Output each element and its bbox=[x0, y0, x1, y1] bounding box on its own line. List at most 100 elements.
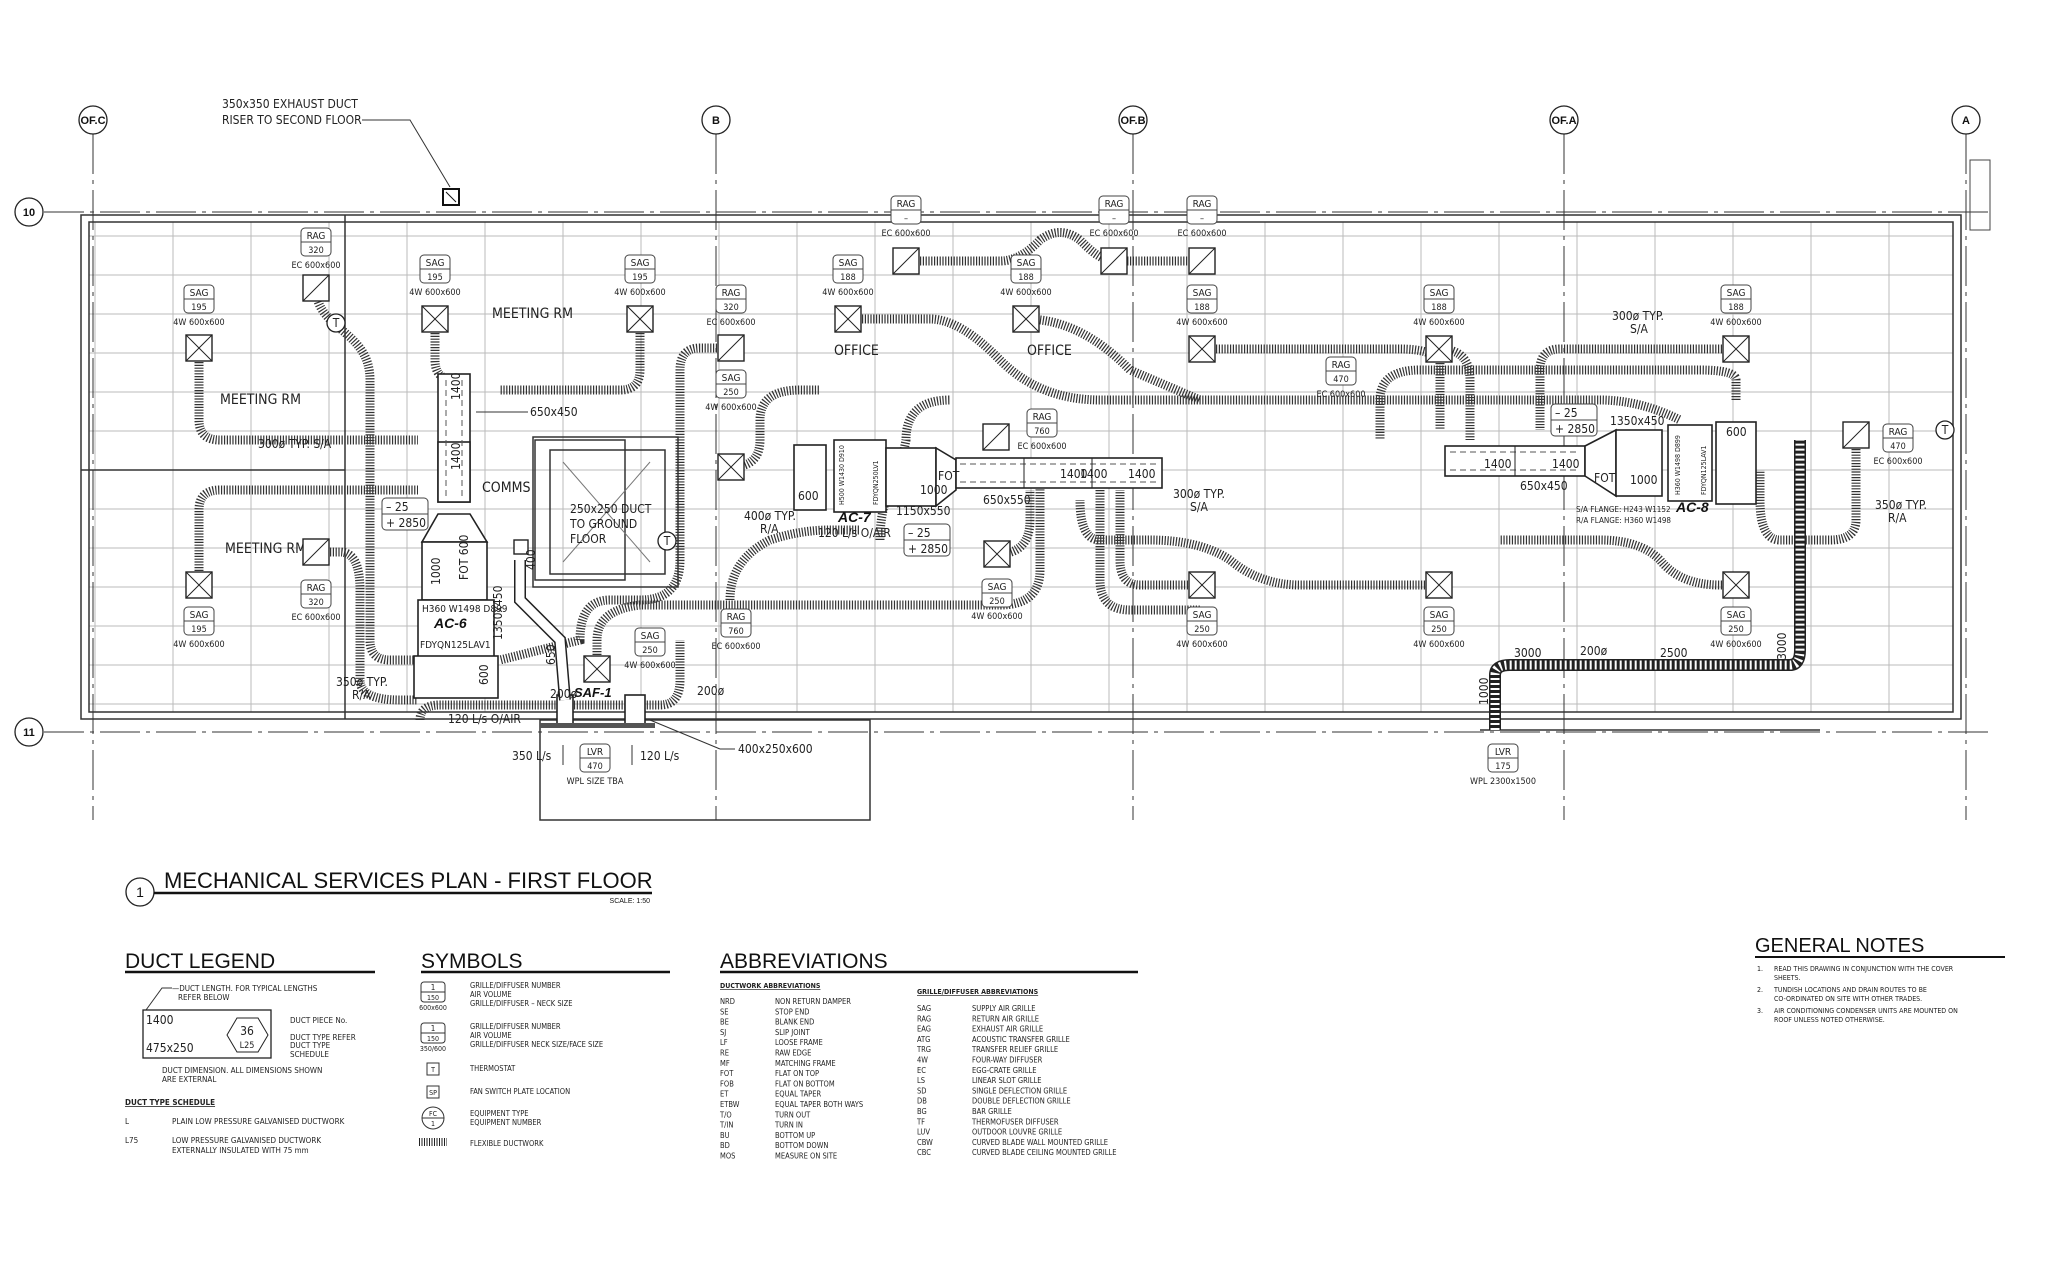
svg-text:FDYQN125LAV1: FDYQN125LAV1 bbox=[1700, 446, 1708, 495]
gridline-bubble-11: 11 bbox=[14, 717, 44, 747]
grille-tag-rag: RAG–EC 600x600 bbox=[881, 195, 931, 239]
room-label: MEETING RM bbox=[492, 306, 573, 322]
svg-text:200ø: 200ø bbox=[550, 687, 578, 701]
grille-size: 4W 600x600 bbox=[1000, 288, 1051, 298]
svg-text:1000: 1000 bbox=[1630, 473, 1658, 487]
grille-volume: 195 bbox=[191, 303, 206, 313]
grille-type: RAG bbox=[1193, 199, 1212, 210]
svg-text:THERMOSTAT: THERMOSTAT bbox=[469, 1064, 516, 1073]
grille-type: LVR bbox=[1495, 747, 1511, 758]
svg-text:B: B bbox=[712, 115, 720, 127]
gridline-bubble-a: A bbox=[1951, 105, 1981, 135]
svg-text:FOB: FOB bbox=[720, 1079, 734, 1088]
svg-text:+ 2850: + 2850 bbox=[386, 516, 426, 530]
svg-text:1150x550: 1150x550 bbox=[896, 504, 951, 518]
ductwork-abbreviation-row: FOB FLAT ON BOTTOM bbox=[720, 1079, 835, 1088]
svg-text:1: 1 bbox=[431, 1120, 435, 1128]
svg-text:RAW EDGE: RAW EDGE bbox=[775, 1049, 811, 1058]
svg-text:FLAT ON TOP: FLAT ON TOP bbox=[775, 1069, 819, 1078]
grille-volume: 195 bbox=[191, 625, 206, 635]
svg-text:300ø TYP.: 300ø TYP. bbox=[1612, 309, 1664, 323]
return-grille-icon bbox=[982, 423, 1010, 451]
svg-text:T/IN: T/IN bbox=[719, 1121, 733, 1130]
grille-volume: 188 bbox=[840, 273, 855, 283]
return-grille-icon bbox=[892, 247, 920, 275]
exhaust-riser-symbol bbox=[362, 119, 460, 206]
grille-size: EC 600x600 bbox=[881, 229, 930, 239]
svg-text:GRILLE/DIFFUSER NECK SIZE/FACE: GRILLE/DIFFUSER NECK SIZE/FACE SIZE bbox=[470, 1040, 603, 1049]
thermostat-icon: T bbox=[326, 313, 346, 333]
svg-text:RETURN AIR GRILLE: RETURN AIR GRILLE bbox=[972, 1014, 1039, 1023]
supply-diffuser-icon bbox=[583, 655, 611, 683]
svg-text:BE: BE bbox=[720, 1018, 729, 1027]
gridline-bubble-ofc: OF.C bbox=[78, 105, 108, 135]
svg-text:FC: FC bbox=[429, 1110, 438, 1118]
grille-tag-sag: SAG 195 4W 600x600 bbox=[173, 606, 225, 650]
svg-text:FDYQN125LAV1: FDYQN125LAV1 bbox=[420, 640, 491, 651]
grille-type: SAG bbox=[190, 610, 209, 621]
svg-text:LF: LF bbox=[720, 1038, 728, 1047]
svg-text:S/A: S/A bbox=[1190, 500, 1208, 514]
grille-size: 4W 600x600 bbox=[1413, 640, 1464, 650]
svg-text:MEASURE ON SITE: MEASURE ON SITE bbox=[775, 1152, 837, 1161]
svg-text:ROOF UNLESS NOTED OTHERWISE.: ROOF UNLESS NOTED OTHERWISE. bbox=[1774, 1016, 1885, 1024]
room-label: OFFICE bbox=[1027, 343, 1072, 359]
svg-text:FLAT ON BOTTOM: FLAT ON BOTTOM bbox=[775, 1079, 835, 1088]
grille-volume: 250 bbox=[1431, 625, 1446, 635]
ac8-supply-duct bbox=[1444, 421, 1757, 505]
svg-text:EQUIPMENT TYPE: EQUIPMENT TYPE bbox=[470, 1109, 529, 1118]
level-tag: – 25+ 2850 bbox=[1550, 403, 1598, 437]
svg-text:LUV: LUV bbox=[917, 1128, 930, 1137]
svg-text:1000: 1000 bbox=[920, 483, 948, 497]
grille-size: 4W 600x600 bbox=[1710, 640, 1761, 650]
saf1-label: SAF-1 bbox=[574, 685, 612, 700]
grille-volume: 250 bbox=[989, 597, 1004, 607]
svg-text:BU: BU bbox=[720, 1131, 730, 1140]
grille-volume: 188 bbox=[1728, 303, 1743, 313]
supply-diffuser-icon bbox=[421, 305, 449, 333]
svg-text:L25: L25 bbox=[240, 1041, 255, 1051]
svg-text:R/A: R/A bbox=[1888, 511, 1907, 525]
svg-text:475x250: 475x250 bbox=[146, 1041, 194, 1055]
svg-text:ARE EXTERNAL: ARE EXTERNAL bbox=[162, 1075, 216, 1084]
grille-size: 4W 600x600 bbox=[173, 640, 224, 650]
grille-type: SAG bbox=[722, 373, 741, 384]
svg-text:350 L/s: 350 L/s bbox=[512, 749, 552, 763]
svg-text:FOT: FOT bbox=[1594, 471, 1616, 485]
svg-text:MOS: MOS bbox=[720, 1152, 735, 1161]
svg-text:SUPPLY AIR GRILLE: SUPPLY AIR GRILLE bbox=[972, 1004, 1036, 1013]
svg-text:SD: SD bbox=[917, 1086, 926, 1095]
svg-text:S/A: S/A bbox=[1630, 322, 1648, 336]
svg-text:36: 36 bbox=[240, 1024, 254, 1038]
svg-text:BG: BG bbox=[917, 1107, 927, 1116]
svg-text:650x450: 650x450 bbox=[530, 405, 578, 419]
svg-text:EQUIPMENT NUMBER: EQUIPMENT NUMBER bbox=[470, 1118, 542, 1127]
svg-text:200ø: 200ø bbox=[697, 684, 725, 698]
drawing-title-block: 1 MECHANICAL SERVICES PLAN - FIRST FLOOR… bbox=[125, 868, 653, 907]
svg-text:T: T bbox=[663, 534, 671, 548]
ac7-supply-duct bbox=[793, 439, 1163, 513]
svg-text:SAG: SAG bbox=[917, 1004, 931, 1013]
svg-text:TUNDISH LOCATIONS AND DRAIN RO: TUNDISH LOCATIONS AND DRAIN ROUTES TO BE bbox=[1773, 986, 1927, 994]
svg-text:DUCT TYPE REFER: DUCT TYPE REFER bbox=[290, 1033, 356, 1042]
grille-type: RAG bbox=[1105, 199, 1124, 210]
svg-text:EXHAUST AIR GRILLE: EXHAUST AIR GRILLE bbox=[972, 1025, 1043, 1034]
svg-text:120 L/s: 120 L/s bbox=[640, 749, 680, 763]
return-grille-icon bbox=[1100, 247, 1128, 275]
symbol-legend-row: FLEXIBLE DUCTWORK bbox=[419, 1138, 544, 1148]
